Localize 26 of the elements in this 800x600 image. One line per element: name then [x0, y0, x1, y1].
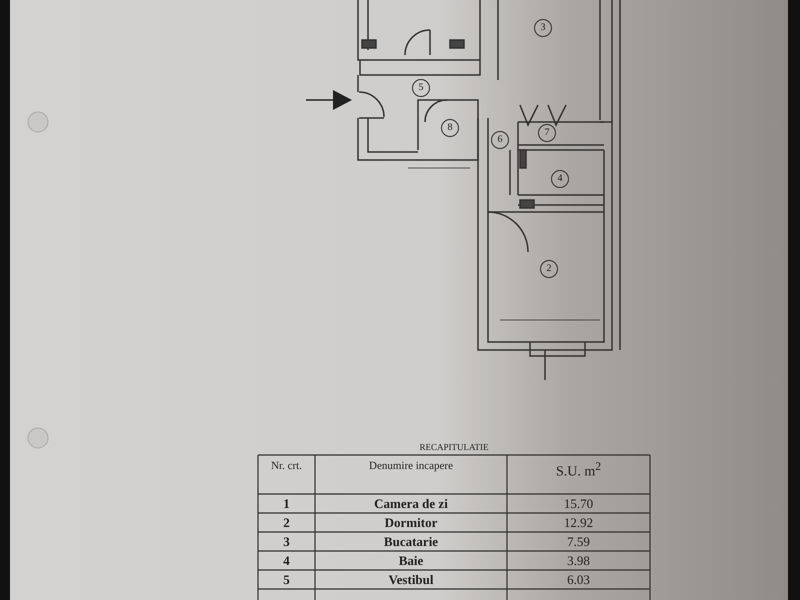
table-cell-text: Vestibul	[387, 572, 435, 588]
table-cell-text: 1	[282, 496, 291, 512]
table-cell-text: Dormitor	[384, 515, 438, 531]
room-number: 2	[540, 260, 558, 278]
table-title: RECAPITULATIE	[418, 442, 490, 452]
table-cell-text: 5	[282, 572, 291, 588]
table-cell-text: 15.70	[562, 496, 594, 512]
table-cell-text: 3	[282, 534, 291, 550]
column-header: Nr. crt.	[270, 460, 303, 472]
table-cell-text: Bucatarie	[382, 534, 440, 550]
room-number: 7	[538, 124, 556, 142]
table-cell-text: 2	[282, 515, 291, 531]
table-cell-text: 12.92	[562, 515, 594, 531]
column-header: S.U. m$^{2}$	[554, 460, 602, 481]
table-cell-text: 6.03	[566, 572, 591, 588]
table-cell-text: 7.59	[566, 534, 591, 550]
room-number: 6	[491, 131, 509, 149]
room-number: 5	[412, 79, 430, 97]
room-number: 3	[534, 19, 552, 37]
room-number: 4	[551, 170, 569, 188]
table-cell-text: Camera de zi	[373, 496, 449, 512]
table-cell-text: 3.98	[566, 553, 591, 569]
table-cell-text: 4	[282, 553, 291, 569]
room-number: 8	[441, 119, 459, 137]
column-header: Denumire incapere	[368, 460, 454, 472]
table-cell-text: Baie	[398, 553, 424, 569]
